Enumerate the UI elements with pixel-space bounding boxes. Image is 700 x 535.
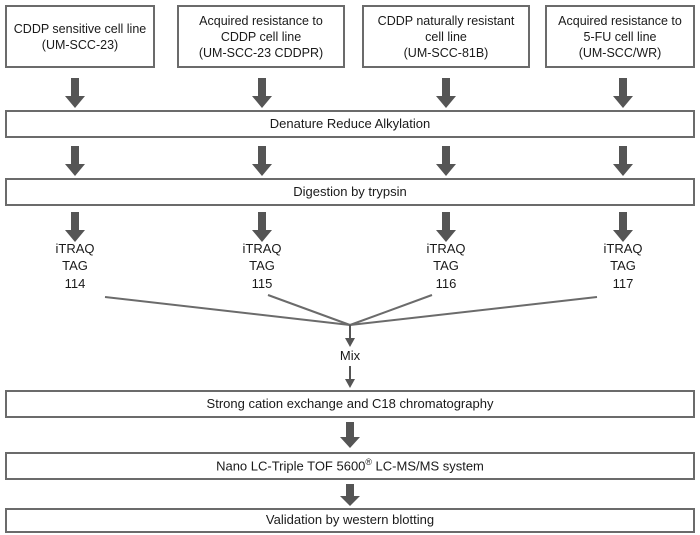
itraq-tag-label2: TAG (433, 258, 459, 274)
itraq-tag-number: 117 (612, 275, 634, 291)
down-arrow-icon (613, 78, 633, 108)
down-arrow-icon (65, 78, 85, 108)
process-bar-chromatography-label: Strong cation exchange and C18 chromatog… (206, 395, 494, 411)
cell-line-text-line2: (UM-SCC-23) (41, 37, 119, 52)
mix-label: Mix (310, 348, 390, 363)
down-arrow-icon (342, 366, 358, 388)
cell-line-text-line3: (UM-SCC-81B) (403, 45, 489, 60)
cell-line-box-5fu-acquired-resistance: Acquired resistance to 5-FU cell line (U… (545, 5, 695, 68)
registered-trademark-icon: ® (365, 457, 372, 468)
itraq-tag-number: 116 (435, 275, 457, 291)
down-arrow-icon (252, 212, 272, 242)
converge-line-116 (349, 294, 433, 326)
itraq-tag-label2: TAG (610, 258, 636, 274)
down-arrow-icon (613, 212, 633, 242)
process-bar-digestion: Digestion by trypsin (5, 178, 695, 206)
cell-line-text-line1: Acquired resistance to (199, 13, 323, 28)
converge-line-114 (104, 296, 351, 326)
itraq-tag-117: iTRAQ TAG 117 (563, 240, 683, 292)
process-bar-validation: Validation by western blotting (5, 508, 695, 533)
itraq-tag-number: 115 (251, 275, 273, 291)
down-arrow-icon (613, 146, 633, 176)
itraq-tag-label1: iTRAQ (55, 241, 95, 256)
process-bar-validation-label: Validation by western blotting (265, 512, 435, 528)
cell-line-box-cddp-naturally-resistant: CDDP naturally resistant cell line (UM-S… (362, 5, 530, 68)
itraq-tag-number: 114 (64, 275, 86, 291)
itraq-tag-116: iTRAQ TAG 116 (386, 240, 506, 292)
cell-line-text-line2: 5-FU cell line (583, 29, 657, 44)
cell-line-text-line1: CDDP sensitive cell line (13, 21, 147, 36)
down-arrow-icon (436, 212, 456, 242)
itraq-tag-label1: iTRAQ (426, 241, 466, 256)
converge-line-117 (349, 296, 598, 326)
itraq-tag-114: iTRAQ TAG 114 (15, 240, 135, 292)
down-arrow-icon (340, 422, 360, 448)
mix-label-text: Mix (339, 348, 361, 363)
process-bar-mass-spectrometry-label: Nano LC-Triple TOF 5600® LC-MS/MS system (216, 457, 484, 475)
process-bar-mass-spectrometry: Nano LC-Triple TOF 5600® LC-MS/MS system (5, 452, 695, 480)
cell-line-box-cddp-acquired-resistance: Acquired resistance to CDDP cell line (U… (177, 5, 345, 68)
cell-line-text-line1: CDDP naturally resistant (377, 13, 515, 28)
cell-line-text-line3: (UM-SCC/WR) (578, 45, 662, 60)
down-arrow-icon (252, 146, 272, 176)
process-bar-denature: Denature Reduce Alkylation (5, 110, 695, 138)
itraq-tag-label2: TAG (249, 258, 275, 274)
cell-line-text-line2: cell line (425, 29, 467, 44)
itraq-tag-label2: TAG (62, 258, 88, 274)
down-arrow-icon (65, 212, 85, 242)
cell-line-text-line2: CDDP cell line (220, 29, 302, 44)
down-arrow-icon (252, 78, 272, 108)
down-arrow-icon (436, 146, 456, 176)
itraq-tag-115: iTRAQ TAG 115 (202, 240, 322, 292)
cell-line-text-line3: (UM-SCC-23 CDDPR) (198, 45, 324, 60)
process-bar-denature-label: Denature Reduce Alkylation (269, 115, 431, 131)
massspec-suffix: LC-MS/MS system (371, 458, 484, 474)
process-bar-chromatography: Strong cation exchange and C18 chromatog… (5, 390, 695, 418)
down-arrow-icon (65, 146, 85, 176)
down-arrow-icon (436, 78, 456, 108)
process-bar-digestion-label: Digestion by trypsin (293, 183, 407, 199)
massspec-prefix: Nano LC-Triple TOF 5600 (216, 458, 366, 474)
cell-line-text-line1: Acquired resistance to (558, 13, 682, 28)
itraq-tag-label1: iTRAQ (603, 241, 643, 256)
down-arrow-icon (342, 325, 358, 347)
converge-line-115 (267, 294, 351, 326)
itraq-tag-label1: iTRAQ (242, 241, 282, 256)
down-arrow-icon (340, 484, 360, 506)
cell-line-box-cddp-sensitive: CDDP sensitive cell line (UM-SCC-23) (5, 5, 155, 68)
